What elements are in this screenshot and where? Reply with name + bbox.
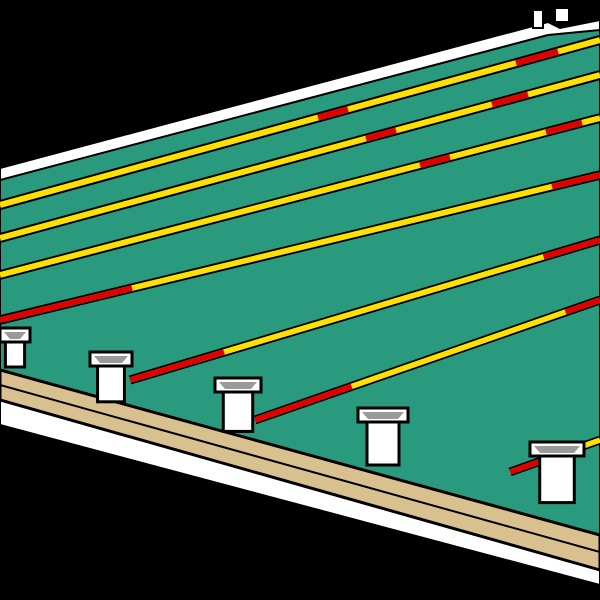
- lane-rope-red-segment: [515, 48, 559, 66]
- pool-deck: [0, 368, 600, 572]
- starting-block: [528, 440, 586, 505]
- lane-rope-red-segment: [551, 172, 600, 190]
- starting-block-body: [96, 362, 126, 404]
- starting-block: [88, 350, 134, 404]
- starting-block-pad: [4, 332, 26, 339]
- starting-block-pad: [362, 412, 404, 419]
- starting-block-body: [365, 418, 401, 467]
- lane-rope-red-segment: [419, 154, 451, 168]
- deck-line: [0, 384, 600, 553]
- lane-rope-red-segment: [0, 285, 133, 323]
- lane-rope-red-segment: [491, 91, 529, 108]
- far-ladder-post: [532, 9, 544, 29]
- lane-rope: [0, 115, 600, 278]
- starting-block-pad: [534, 446, 580, 453]
- starting-block-body: [221, 388, 255, 433]
- lane-rope-red-segment: [254, 383, 353, 423]
- far-ladder: [532, 7, 570, 29]
- lane-rope-red-segment: [129, 349, 225, 383]
- lane-rope-red-segment: [317, 106, 349, 121]
- lane-ropes: [0, 35, 600, 477]
- lane-rope-red-segment: [564, 297, 600, 315]
- starting-block-pad: [219, 382, 257, 389]
- far-starting-block: [554, 7, 570, 23]
- starting-block-body: [3, 338, 27, 369]
- starting-blocks: [0, 326, 586, 505]
- starting-block-pad: [94, 356, 128, 363]
- starting-block-body: [538, 452, 576, 505]
- starting-block: [0, 326, 32, 369]
- starting-block: [356, 406, 410, 467]
- lane-rope-red-segment: [509, 458, 543, 475]
- starting-block: [213, 376, 263, 433]
- lane-rope: [0, 37, 600, 208]
- lane-rope-red-segment: [365, 127, 397, 142]
- lane-rope-red-segment: [542, 237, 600, 260]
- lane-rope-red-segment: [545, 119, 583, 135]
